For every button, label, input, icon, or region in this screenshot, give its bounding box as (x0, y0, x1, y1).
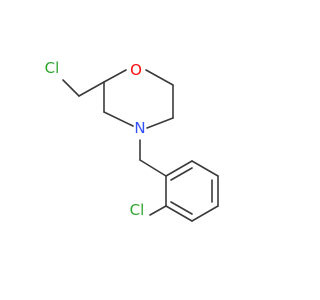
bond-ch2-c2 (78, 81, 105, 97)
bond-ar5-ar6-inner (170, 201, 193, 215)
bond-n-c3 (103, 111, 134, 127)
bond-ch2-ring (139, 159, 167, 177)
bond-c2-o (103, 69, 127, 83)
bond-ar4-ar5 (191, 205, 219, 222)
atom-oxygen: O (130, 61, 142, 79)
bond-ar1-ar2 (165, 160, 193, 177)
molecule-diagram: Cl O N Cl (45, 59, 219, 222)
bond-ar2-ar3 (191, 160, 219, 177)
atom-cl-bottom: Cl (130, 201, 145, 219)
atom-nitrogen: N (134, 119, 145, 137)
bonds (62, 69, 219, 222)
bond-ar5-ar6 (165, 205, 193, 222)
bond-cl-ch2 (62, 79, 80, 97)
bond-c5-n (146, 117, 174, 129)
bond-ar1-ar2-inner (170, 167, 193, 181)
atom-cl-top: Cl (45, 59, 60, 77)
bond-ar6-cl (149, 205, 167, 216)
bond-o-c6 (145, 69, 174, 86)
